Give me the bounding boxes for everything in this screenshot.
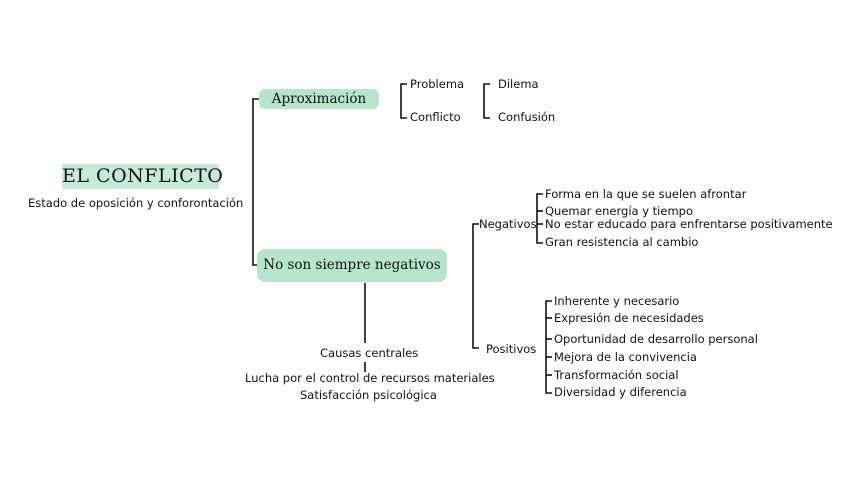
- positivo-item: Mejora de la convivencia: [554, 350, 697, 364]
- no-siempre-negativos-node: No son siempre negativos: [257, 249, 447, 282]
- positivo-item: Oportunidad de desarrollo personal: [554, 332, 758, 346]
- positivo-item: Expresión de necesidades: [554, 311, 704, 325]
- positivo-item: Diversidad y diferencia: [554, 385, 687, 399]
- dilema-node: Dilema: [498, 77, 539, 91]
- main-subtitle: Estado de oposición y conforontación: [28, 196, 244, 210]
- problema-node: Problema: [410, 77, 465, 91]
- negativo-item: Forma en la que se suelen afrontar: [545, 187, 747, 201]
- negativo-item: No estar educado para enfrentarse positi…: [545, 217, 833, 231]
- causa-item: Satisfacción psicológica: [300, 388, 437, 402]
- negativos-node: Negativos: [479, 217, 537, 231]
- conflicto-node: Conflicto: [410, 110, 461, 124]
- negativo-item: Quemar energía y tiempo: [545, 204, 693, 218]
- negativo-item: Gran resistencia al cambio: [545, 235, 699, 249]
- positivos-node: Positivos: [486, 342, 537, 356]
- positivo-item: Inherente y necesario: [554, 294, 680, 308]
- causa-item: Lucha por el control de recursos materia…: [245, 371, 495, 385]
- aproximacion-node: Aproximación: [259, 89, 379, 109]
- positivo-item: Transformación social: [554, 368, 679, 382]
- main-title: EL CONFLICTO: [62, 164, 224, 189]
- confusion-node: Confusión: [498, 110, 556, 124]
- causas-centrales-node: Causas centrales: [320, 346, 419, 360]
